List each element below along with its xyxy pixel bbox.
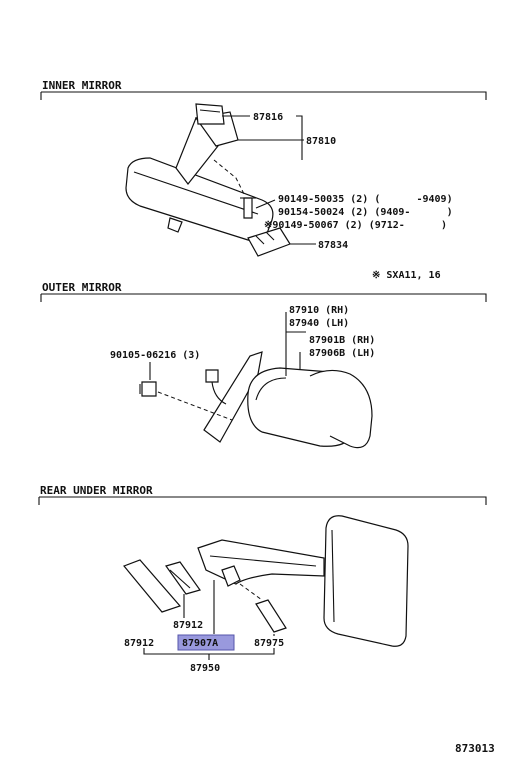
outer-mirror-drawing[interactable] [139, 351, 373, 449]
label-87940: 87940 (LH) [289, 318, 349, 329]
applicability-note: ※ SXA11, 16 [372, 270, 441, 281]
inner-mirror-section: INNER MIRROR 87816 87810 901 [40, 79, 487, 281]
label-screw: 90105-06216 (3) [110, 350, 200, 361]
label-87975: 87975 [254, 638, 284, 649]
section-title-inner: INNER MIRROR [42, 79, 122, 92]
rear-under-mirror-section: REAR UNDER MIRROR 87912 87912 87907A [38, 484, 487, 674]
label-87950: 87950 [190, 663, 220, 674]
label-87834: 87834 [318, 240, 348, 251]
inner-mirror-drawing[interactable] [125, 103, 291, 257]
label-87907a[interactable]: 87907A [182, 638, 218, 649]
label-87912-lower: 87912 [124, 638, 154, 649]
label-bolt-3: ※90149-50067 (2) (9712- ) [264, 220, 447, 231]
highlight-87907a[interactable] [177, 634, 235, 651]
rear-mirror-drawing[interactable] [123, 515, 409, 647]
label-87906b: 87906B (LH) [309, 348, 375, 359]
section-title-outer: OUTER MIRROR [42, 281, 122, 294]
label-87910: 87910 (RH) [289, 305, 349, 316]
label-87816: 87816 [253, 112, 283, 123]
section-bracket-outer [40, 293, 487, 302]
outer-mirror-section: OUTER MIRROR 87910 (RH) 87940 (LH) 87901… [40, 281, 487, 449]
label-87912-upper: 87912 [173, 620, 203, 631]
section-title-rear: REAR UNDER MIRROR [40, 484, 153, 497]
label-87810: 87810 [306, 136, 336, 147]
label-bolt-1: 90149-50035 (2) ( -9409) [278, 194, 453, 205]
label-87901b: 87901B (RH) [309, 335, 375, 346]
label-bolt-2: 90154-50024 (2) (9409- ) [278, 207, 453, 218]
illustration-code: 873013 [455, 742, 495, 755]
section-bracket-inner [40, 91, 487, 100]
section-bracket-rear [38, 496, 487, 505]
